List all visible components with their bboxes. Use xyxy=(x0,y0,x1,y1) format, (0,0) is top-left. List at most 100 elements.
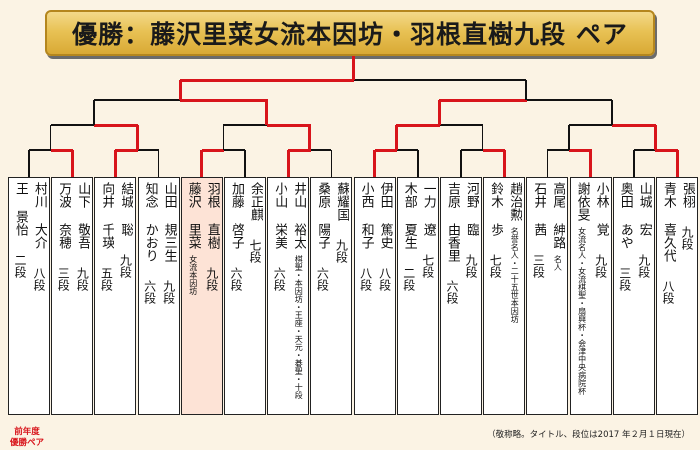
player-title: 棋聖・本因坊・王座・天元・碁聖・十段 xyxy=(294,255,304,399)
player-rank: 六段 xyxy=(229,267,243,291)
previous-champion-note: 前年度 優勝ペア xyxy=(6,427,48,449)
bracket-line-winner xyxy=(115,148,138,152)
bracket-line-winner xyxy=(288,148,311,152)
player-title: 女流本因坊 xyxy=(188,255,198,295)
pair-box: 趙治勲名誉名人・二十五世本因坊鈴木 歩七段 xyxy=(483,177,526,415)
pair-box: 井山 裕太棋聖・本因坊・王座・天元・碁聖・十段小山 栄美六段 xyxy=(267,177,310,415)
pair-box: 余正麒七段加藤 啓子六段 xyxy=(224,177,266,415)
player-right: 高尾 紳路名人 xyxy=(547,182,565,410)
bracket-line xyxy=(28,150,30,177)
player-rank: 九段 xyxy=(636,254,651,278)
player-name: 結城 聡 xyxy=(118,182,134,236)
player-name: 謝依旻 xyxy=(574,182,590,221)
player-name: 張栩 xyxy=(680,182,695,208)
player-left: 鈴木 歩七段 xyxy=(485,182,503,410)
champion-note-line: 前年度 xyxy=(14,427,40,437)
bracket-line-winner xyxy=(265,100,269,125)
bracket-line xyxy=(137,149,159,151)
player-left: 桑原 陽子六段 xyxy=(312,182,330,410)
player-name: 一力 遼 xyxy=(420,182,436,236)
pair-box: 蘇耀国九段桑原 陽子六段 xyxy=(310,177,353,415)
player-rank: 七段 xyxy=(488,254,503,278)
bracket-line xyxy=(481,125,484,150)
player-name: 蘇耀国 xyxy=(334,182,350,221)
bracket-line xyxy=(547,149,569,151)
player-name: 山下 敬吾 xyxy=(75,182,91,249)
bracket-line xyxy=(50,124,94,126)
title-banner: 優勝：藤沢里菜女流本因坊・羽根直樹九段 ペア xyxy=(45,10,655,56)
bracket-line-winner xyxy=(437,100,441,125)
bracket-line xyxy=(611,100,613,125)
player-name: 河野 臨 xyxy=(464,182,479,236)
bracket-line-winner xyxy=(396,123,441,127)
player-name: 余正麒 xyxy=(248,182,263,221)
bracket-line xyxy=(93,99,181,101)
bracket-line-winner xyxy=(200,150,204,177)
bracket-line xyxy=(460,150,462,177)
player-title: 名誉名人・二十五世本因坊 xyxy=(510,227,520,323)
bracket-line xyxy=(157,150,160,177)
player-left: 石井 茜三段 xyxy=(528,182,546,410)
player-left: 藤沢 里菜女流本因坊 xyxy=(183,182,201,410)
bracket-line xyxy=(546,150,549,177)
player-rank: 九段 xyxy=(334,239,349,263)
player-right: 山田 規三生九段 xyxy=(159,182,177,410)
player-right: 羽根 直樹九段 xyxy=(202,182,220,410)
player-left: 王 景怡二段 xyxy=(10,182,28,410)
bracket-line xyxy=(525,99,613,101)
bracket-line xyxy=(222,125,225,150)
player-name: 趙治勲 xyxy=(507,182,523,221)
player-rank: 六段 xyxy=(142,280,157,304)
pair-box: 河野 臨九段吉原 由香里六段 xyxy=(440,177,482,415)
player-left: 小山 栄美六段 xyxy=(269,182,287,410)
pair-box: 小林 覚九段謝依旻女流名人・女流棋聖・扇興杯・会津中央病院杯 xyxy=(569,177,612,415)
player-name: 羽根 直樹 xyxy=(204,182,220,249)
player-rank: 九段 xyxy=(464,254,478,278)
champion-note-line: 優勝ペア xyxy=(9,438,44,448)
bracket-line-winner xyxy=(308,125,312,150)
player-name: 青木 喜久代 xyxy=(661,182,676,262)
player-rank: 九段 xyxy=(204,267,219,291)
player-rank: 七段 xyxy=(420,254,435,278)
bracket-line-winner xyxy=(113,150,117,177)
bracket-line xyxy=(568,125,570,150)
bracket-line-winner xyxy=(266,123,311,127)
player-rank: 六段 xyxy=(272,267,287,291)
player-name: 小林 覚 xyxy=(593,182,609,236)
player-rank: 九段 xyxy=(680,226,694,250)
bracket-line xyxy=(29,149,51,151)
bracket-line xyxy=(49,125,52,150)
player-name: 小山 栄美 xyxy=(272,182,288,249)
player-rank: 八段 xyxy=(661,280,675,304)
player-left: 青木 喜久代八段 xyxy=(658,182,676,410)
pair-box: 山田 規三生九段知念 かおり六段 xyxy=(137,177,180,415)
bracket-line-winner xyxy=(612,123,657,127)
player-right: 村川 大介八段 xyxy=(29,182,47,410)
player-name: 山城 宏 xyxy=(636,182,652,236)
player-name: 井山 裕太 xyxy=(291,182,307,249)
player-right: 伊田 篤史八段 xyxy=(375,182,393,410)
player-rank: 七段 xyxy=(248,239,262,263)
bracket-line xyxy=(417,150,419,177)
player-rank: 六段 xyxy=(445,280,459,304)
bracket-line-winner xyxy=(394,125,398,150)
player-name: 桑原 陽子 xyxy=(315,182,331,249)
player-rank: 三段 xyxy=(531,254,546,278)
player-right: 趙治勲名誉名人・二十五世本因坊 xyxy=(504,182,522,410)
bracket-line-winner xyxy=(201,148,225,152)
bracket-line-winner xyxy=(589,150,593,177)
player-rank: 三段 xyxy=(617,267,632,291)
pair-box: 高尾 紳路名人石井 茜三段 xyxy=(526,177,569,415)
player-title: 名人 xyxy=(553,255,563,271)
player-right: 山下 敬吾九段 xyxy=(72,182,90,410)
player-name: 石井 茜 xyxy=(531,182,547,236)
pair-box: 一力 遼七段木部 夏生二段 xyxy=(396,177,439,415)
player-rank: 九段 xyxy=(118,254,133,278)
pair-box: 伊田 篤史八段小西 和子八段 xyxy=(353,177,396,415)
bracket-line xyxy=(330,150,333,177)
player-left: 知念 かおり六段 xyxy=(140,182,158,410)
bracket-line-winner xyxy=(675,150,679,177)
player-right: 小林 覚九段 xyxy=(591,182,609,410)
player-right: 井山 裕太棋聖・本因坊・王座・天元・碁聖・十段 xyxy=(288,182,306,410)
player-name: 木部 夏生 xyxy=(401,182,417,249)
